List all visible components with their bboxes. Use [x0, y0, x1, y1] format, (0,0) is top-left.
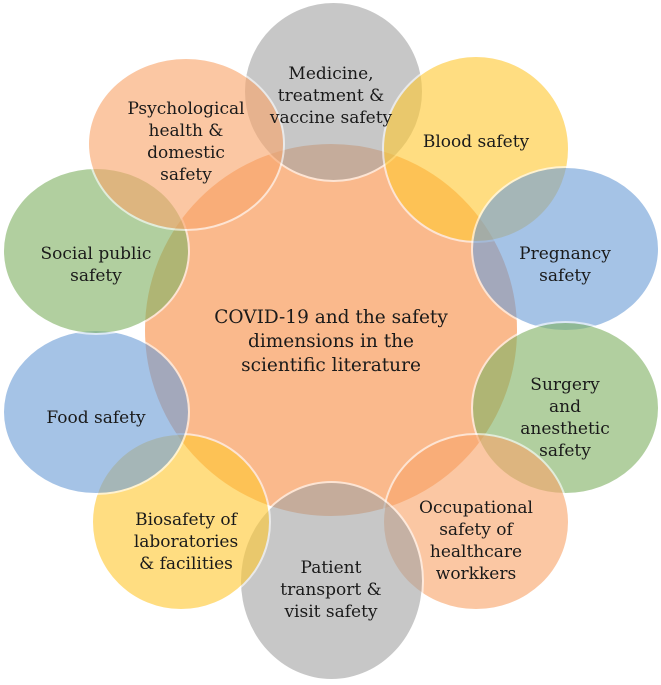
- label-occupational: Occupational safety of healthcare workke…: [419, 498, 533, 584]
- circle-pregnancy: [471, 166, 660, 332]
- label-food: Food safety: [46, 408, 146, 428]
- label-patient: Patient transport & visit safety: [280, 558, 382, 622]
- label-social: Social public safety: [40, 244, 152, 286]
- center-label: COVID-19 and the safety dimensions in th…: [214, 307, 448, 376]
- label-blood: Blood safety: [422, 132, 530, 152]
- label-psychological: Psychological health & domestic safety: [127, 99, 245, 185]
- circle-psychological: [87, 57, 285, 231]
- label-surgery: Surgery and anesthetic safety: [520, 375, 610, 461]
- label-biosafety: Biosafety of laboratories & facilities: [133, 510, 239, 574]
- label-medicine: Medicine, treatment & vaccine safety: [269, 64, 393, 128]
- label-pregnancy: Pregnancy safety: [519, 244, 611, 286]
